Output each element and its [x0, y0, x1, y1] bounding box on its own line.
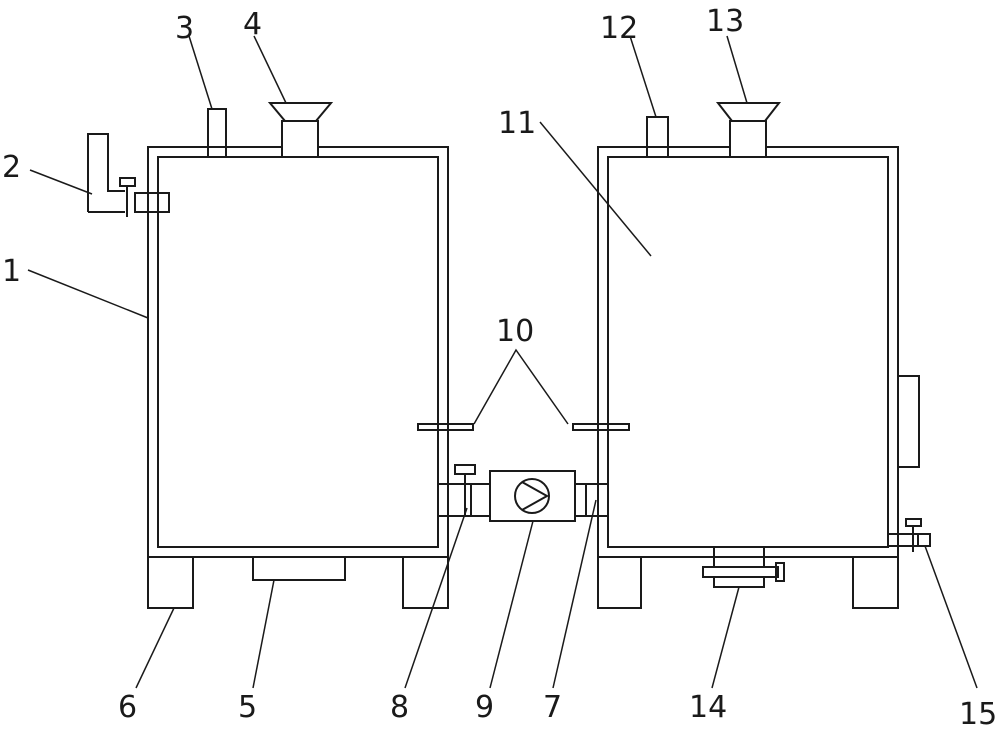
left-tank-inner-wall	[157, 156, 439, 548]
right-tank-leg-left	[597, 556, 642, 609]
left-tank-bottom-block	[252, 556, 346, 581]
left-tank-leg-right	[402, 556, 449, 609]
number-labels: 1 2 3 4 5 6 7 8 9 10 11 12 13 14 15	[2, 4, 997, 731]
pipe-valve-handle	[454, 464, 476, 475]
label-5: 5	[238, 690, 257, 725]
left-pipe-stub	[437, 483, 472, 517]
label-1: 1	[2, 254, 21, 289]
label-11: 11	[498, 106, 536, 141]
right-tank-outer-wall	[597, 146, 899, 558]
right-tank	[597, 146, 899, 558]
right-bottom-discharge-valve	[702, 546, 785, 588]
label-15: 15	[959, 697, 997, 731]
label-2: 2	[2, 150, 21, 185]
label-4: 4	[243, 7, 262, 42]
left-side-inlet-valve	[87, 133, 170, 217]
label-3: 3	[175, 11, 194, 46]
right-funnel	[715, 102, 782, 158]
leader-lines	[27, 35, 978, 689]
right-drain-valve	[887, 518, 931, 552]
pump-icon	[514, 478, 550, 514]
label-13: 13	[706, 4, 744, 39]
label-12: 12	[600, 11, 638, 46]
left-mount-plate	[417, 423, 474, 431]
label-8: 8	[390, 690, 409, 725]
right-tank-inner-wall	[607, 156, 889, 548]
left-vent-pipe	[207, 108, 227, 158]
left-tank-leg-left	[147, 556, 194, 609]
right-pipe-stub	[585, 483, 609, 517]
right-tank-leg-right	[852, 556, 899, 609]
label-10: 10	[496, 314, 534, 349]
label-14: 14	[689, 690, 727, 725]
label-9: 9	[475, 690, 494, 725]
left-tank	[147, 146, 449, 558]
right-mount-plate	[572, 423, 630, 431]
connecting-pipe	[437, 464, 609, 522]
left-funnel	[267, 102, 334, 158]
right-tank-side-panel	[897, 375, 920, 468]
left-tank-outer-wall	[147, 146, 449, 558]
label-6: 6	[118, 690, 137, 725]
right-vent-pipe	[646, 116, 669, 158]
label-7: 7	[543, 690, 562, 725]
